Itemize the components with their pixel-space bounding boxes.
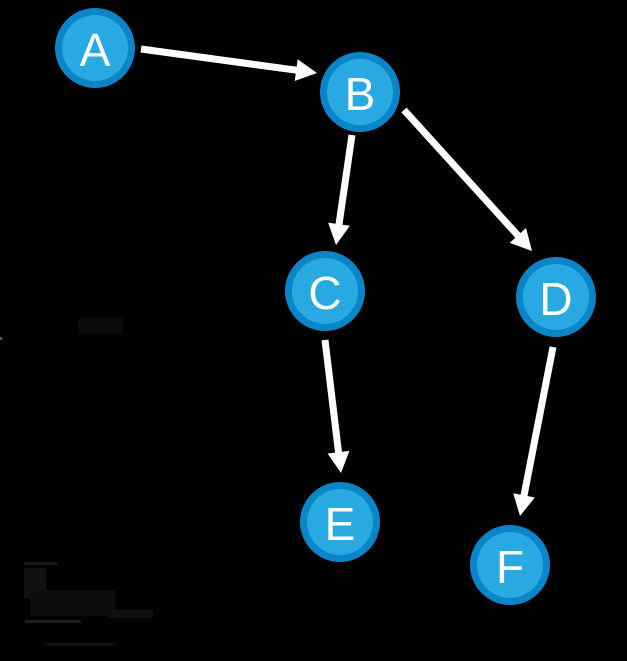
node-label: C [308,267,341,319]
node-inner-circle [477,532,543,598]
edge-A-B [140,45,317,82]
arrowhead-icon [513,493,535,516]
node-label: B [345,68,376,120]
arrowhead-icon [509,228,532,251]
ghost-artifact [108,610,153,618]
ghost-artifact [78,318,123,334]
node-inner-circle [62,15,128,81]
node-D[interactable]: D [516,257,596,337]
node-B[interactable]: B [320,52,400,132]
edge-line [401,107,524,241]
node-label: F [496,541,524,593]
ghost-artifact [0,337,2,340]
edge-line [334,134,356,229]
edge-line [140,45,301,75]
ghost-artifact [45,643,115,646]
node-label: E [325,498,356,550]
node-label: D [539,273,572,325]
node-inner-circle [292,258,358,324]
node-inner-circle [327,59,393,125]
node-C[interactable]: C [285,251,365,331]
node-E[interactable]: E [300,482,380,562]
edge-D-F [513,346,557,516]
ghost-artifact [25,620,81,623]
arrowhead-icon [327,450,350,473]
edge-C-E [321,339,350,473]
edge-line [519,346,557,500]
node-inner-circle [523,264,589,330]
edge-line [321,339,343,457]
edge-B-D [401,107,532,251]
arrowhead-icon [328,222,350,245]
ghost-artifact [24,562,58,565]
node-F[interactable]: F [470,525,550,605]
node-label: A [80,24,111,76]
ghost-artifact [30,590,115,616]
arrowhead-icon [294,59,317,82]
edge-B-C [328,134,356,245]
node-inner-circle [307,489,373,555]
node-A[interactable]: A [55,8,135,88]
